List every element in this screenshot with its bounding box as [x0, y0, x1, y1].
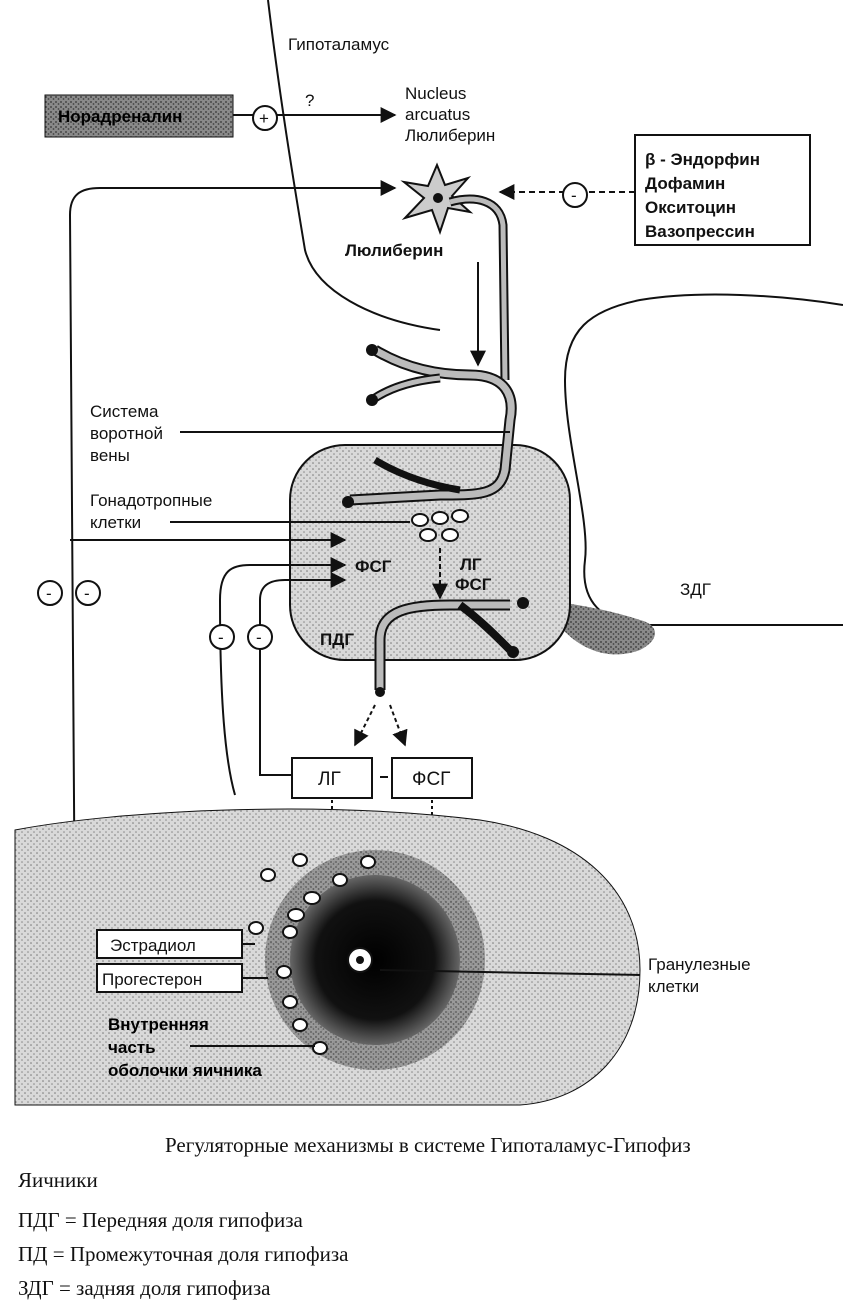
lh-box-label: ЛГ [318, 769, 341, 790]
follicle [290, 875, 460, 1045]
minus-circle-left-2 [75, 580, 101, 606]
inhibitor-3: Окситоцин [645, 198, 736, 217]
inhibitor-box [634, 134, 811, 246]
fsh-inner-label: ФСГ [355, 557, 392, 576]
neurohypophysis-label: ЗДГ [680, 580, 711, 599]
vessel-end-6 [375, 687, 385, 697]
inhibitor-4: Вазопрессин [645, 222, 755, 241]
theca-label-3: оболочки яичника [108, 1061, 262, 1080]
vessel-end-2 [366, 344, 378, 356]
plus-sign: + [259, 109, 269, 128]
progesterone-label: Прогестерон [102, 970, 202, 989]
minus-sign-left-2: - [84, 584, 90, 603]
feedback-arrow-3 [259, 572, 347, 776]
inhibitor-2: Дофамин [645, 174, 725, 193]
portal-label-2: воротной [90, 424, 163, 443]
vessel-end-5 [517, 597, 529, 609]
figure-caption-line2: Яичники [18, 1168, 98, 1192]
minus-sign-mid-1: - [218, 628, 224, 647]
fsh-release-arrow [389, 704, 408, 747]
vessel-end-1 [366, 394, 378, 406]
vessel-end-3 [342, 496, 354, 508]
noradrenaline-label: Норадреналин [58, 107, 182, 126]
intermediate-lobe [545, 600, 655, 655]
legend-item-pdg: ПДГ = Передняя доля гипофиза [18, 1208, 303, 1232]
theca-label-1: Внутренняя [108, 1015, 209, 1034]
nucleus-line-2: arcuatus [405, 105, 470, 124]
minus-sign-inhibitor: - [571, 186, 577, 205]
estradiol-label: Эстрадиол [110, 936, 196, 955]
lh-release-arrow [354, 704, 376, 747]
oocyte-nucleus [356, 956, 364, 964]
legend-item-zdg: ЗДГ = задняя доля гипофиза [18, 1276, 271, 1300]
inhibitor-1: β - Эндорфин [645, 150, 760, 169]
nucleus-line-1: Nucleus [405, 84, 466, 103]
fsh-inner-label-2: ФСГ [455, 575, 492, 594]
gonadotropic-label-2: клетки [90, 513, 141, 532]
minus-circle-left-1 [37, 580, 63, 606]
gonadotropic-cells [411, 509, 469, 542]
portal-branch-lower [457, 601, 513, 653]
granulosa-pointer [379, 969, 641, 976]
minus-sign-left-1: - [46, 584, 52, 603]
theca-cells [248, 853, 376, 1055]
figure-caption-title: Регуляторные механизмы в системе Гипотал… [165, 1133, 691, 1157]
hypothalamus-pituitary-ovary-diagram: Гипоталамус Норадреналин + ? Nucleus arc… [14, 0, 843, 1106]
hypothalamus-boundary [267, 0, 441, 331]
minus-circle-inhibitor [562, 182, 588, 208]
lh-box [291, 757, 373, 799]
fsh-box-label: ФСГ [412, 769, 450, 790]
portal-label-3: вены [90, 446, 130, 465]
neuron-nucleus [433, 193, 443, 203]
progesterone-box [96, 963, 243, 993]
fsh-box [391, 757, 473, 799]
legend-item-pd: ПД = Промежуточная доля гипофиза [18, 1242, 349, 1266]
theca-label-2: часть [108, 1038, 156, 1057]
posterior-pituitary [563, 293, 843, 626]
feedback-loop-top [68, 180, 397, 946]
luliberin-label: Люлиберин [345, 241, 443, 260]
vessel-end-4 [507, 646, 519, 658]
anterior-pituitary [289, 444, 571, 661]
hypothalamus-label: Гипоталамус [288, 35, 390, 54]
lh-inner-label: ЛГ [460, 555, 482, 574]
portal-label-1: Система [90, 402, 159, 421]
question-mark: ? [305, 91, 314, 110]
gonadotropic-label-1: Гонадотропные [90, 491, 212, 510]
portal-branch-mid [373, 456, 461, 494]
granulosa-label-2: клетки [648, 977, 699, 996]
minus-circle-mid-1 [209, 624, 235, 650]
nucleus-line-3: Люлиберин [405, 126, 495, 145]
granulosa-label-1: Гранулезные [648, 955, 751, 974]
plus-circle [252, 105, 278, 131]
adenohypophysis-label: ПДГ [320, 630, 354, 649]
minus-circle-mid-2 [247, 624, 273, 650]
minus-sign-mid-2: - [256, 628, 262, 647]
